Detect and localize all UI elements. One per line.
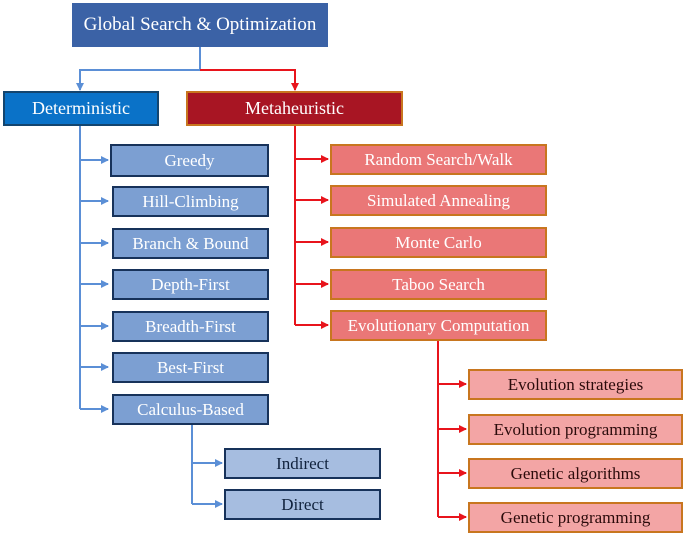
genetic-programming-node: Genetic programming <box>468 502 683 533</box>
random-search-walk-node: Random Search/Walk <box>330 144 547 175</box>
root-node: Global Search & Optimization <box>72 3 328 47</box>
metaheuristic-node: Metaheuristic <box>186 91 403 126</box>
depth-first-node: Depth-First <box>112 269 269 300</box>
root-to-deterministic-connector <box>76 47 201 91</box>
genetic-algorithms-node: Genetic algorithms <box>468 458 683 489</box>
greedy-node: Greedy <box>110 144 269 177</box>
monte-carlo-node: Monte Carlo <box>330 227 547 258</box>
branch-and-bound-node: Branch & Bound <box>112 228 269 259</box>
taboo-search-node: Taboo Search <box>330 269 547 300</box>
direct-node: Direct <box>224 489 381 520</box>
calculus-based-node: Calculus-Based <box>112 394 269 425</box>
indirect-node: Indirect <box>224 448 381 479</box>
evolution-programming-node: Evolution programming <box>468 414 683 445</box>
best-first-node: Best-First <box>112 352 269 383</box>
evolutionary-computation-node: Evolutionary Computation <box>330 310 547 341</box>
evolution-strategies-node: Evolution strategies <box>468 369 683 400</box>
root-to-metaheuristic-connector <box>200 69 299 91</box>
deterministic-node: Deterministic <box>3 91 159 126</box>
hill-climbing-node: Hill-Climbing <box>112 186 269 217</box>
simulated-annealing-node: Simulated Annealing <box>330 185 547 216</box>
breadth-first-node: Breadth-First <box>112 311 269 342</box>
